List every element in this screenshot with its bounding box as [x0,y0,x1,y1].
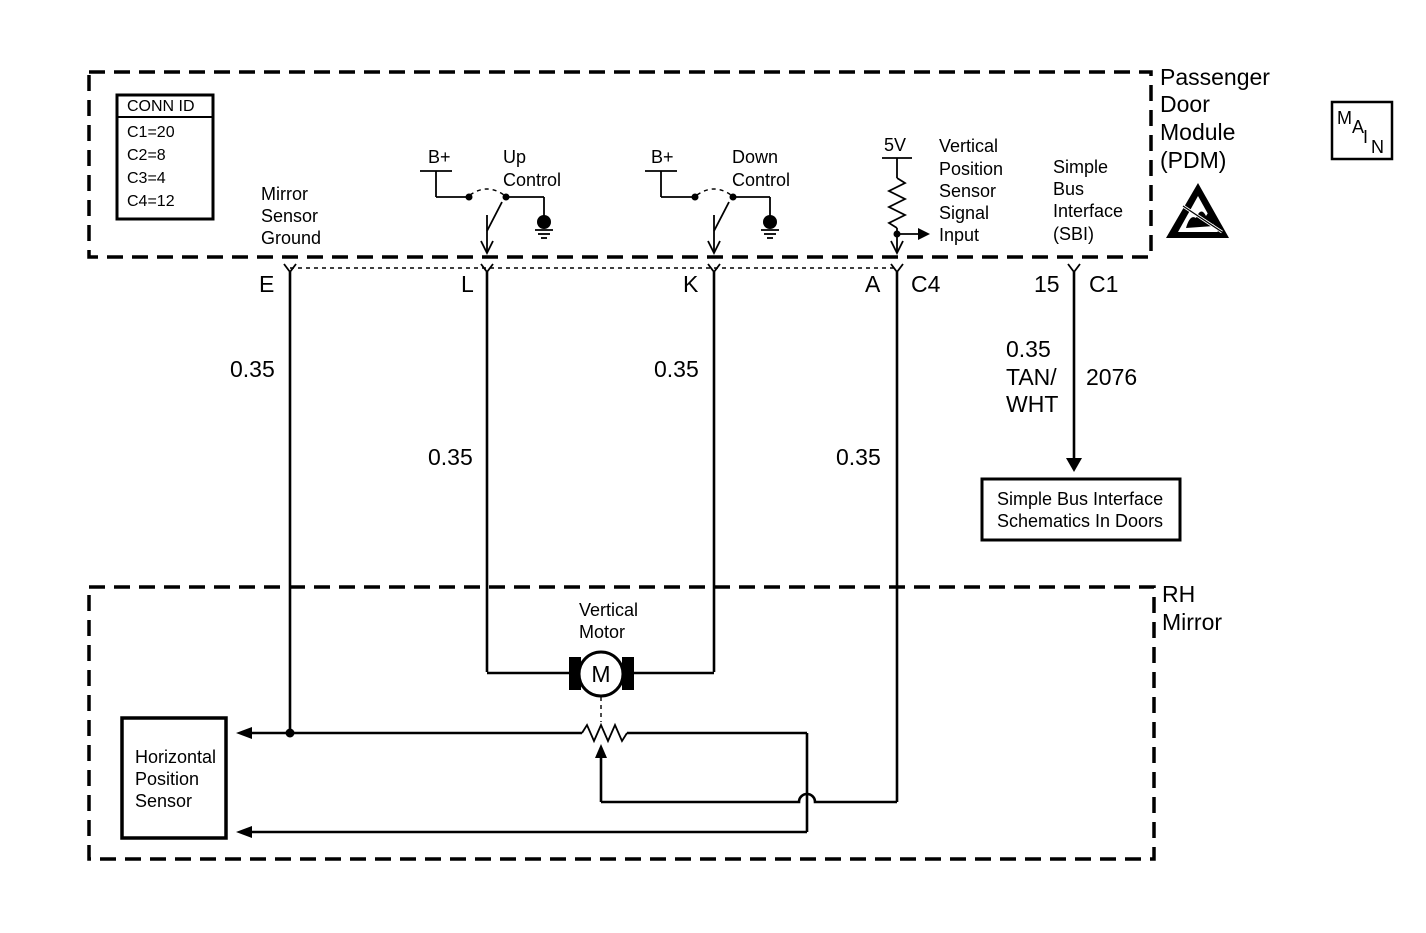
rh-mirror-title: Mirror [1162,609,1222,635]
conn-id-row: C3=4 [127,170,166,187]
sbi-label: (SBI) [1053,224,1094,244]
mirror-sensor-ground-label: Ground [261,228,321,248]
vertical-position-sensor-label: Input [939,225,979,245]
conn-id-row: C2=8 [127,147,166,164]
up-control-switch: B+ [420,147,553,256]
svg-text:Horizontal: Horizontal [135,747,216,767]
horizontal-position-sensor: Horizontal Position Sensor [120,716,228,840]
pin-k-label: K [683,271,699,297]
pin-15-label: 15 [1034,271,1060,297]
wiper-arrow [595,744,607,758]
vertical-motor-label: Motor [579,622,625,642]
sbi-arrow [1066,458,1082,472]
mirror-sensor-ground-label: Sensor [261,206,318,226]
vertical-motor: M [569,650,634,698]
rh-mirror-title: RH [1162,581,1195,607]
conn-id-title: CONN ID [127,98,195,115]
sbi-gauge-label: 0.35 [1006,336,1051,362]
gauge-a-label: 0.35 [836,444,881,470]
esd-sensitive-icon [1166,183,1229,238]
vertical-motor-label: Vertical [579,600,638,620]
svg-text:Schematics In Doors: Schematics In Doors [997,511,1163,531]
rh-mirror-boundary [87,585,1156,861]
vertical-position-sensor-label: Sensor [939,181,996,201]
vertical-position-sensor-label: Position [939,159,1003,179]
up-control-label: Control [503,170,561,190]
up-control-label: Up [503,147,526,167]
sbi-label: Bus [1053,179,1084,199]
down-control-label: Down [732,147,778,167]
gauge-k-label: 0.35 [654,356,699,382]
b-plus-label: B+ [428,147,451,167]
five-v-label: 5V [884,135,906,155]
sbi-color-label: TAN/ [1006,364,1057,390]
gauge-l-label: 0.35 [428,444,473,470]
vertical-position-sensor-label: Vertical [939,136,998,156]
pin-e-label: E [259,271,274,297]
svg-text:Position: Position [135,769,199,789]
sbi-label: Simple [1053,157,1108,177]
b-plus-label: B+ [651,147,674,167]
main-badge[interactable]: M A I N [1330,100,1394,161]
sensor-arrow [236,826,252,838]
conn-id-table: CONN ID C1=20 C2=8 C3=4 C4=12 [115,93,215,221]
signal-wire [601,792,897,804]
svg-text:N: N [1371,137,1384,157]
sbi-color-label: WHT [1006,391,1058,417]
gauge-e-label: 0.35 [230,356,275,382]
vertical-potentiometer [581,722,628,744]
svg-text:M: M [1337,108,1352,128]
svg-text:Simple Bus Interface: Simple Bus Interface [997,489,1163,509]
down-control-switch: B+ [645,147,779,256]
conn-id-row: C4=12 [127,193,175,210]
five-volt-reference: 5V [882,135,930,256]
pdm-title-2: Door [1160,91,1210,117]
mirror-sensor-ground-label: Mirror [261,184,308,204]
pdm-title-4: (PDM) [1160,147,1226,173]
connector-c1-label: C1 [1089,271,1118,297]
ground-splice [285,728,295,738]
motor-symbol: M [591,661,610,687]
pdm-title-3: Module [1160,119,1235,145]
svg-text:A: A [1352,117,1364,137]
pin-a-label: A [865,271,881,297]
sensor-arrow [236,727,252,739]
pdm-boundary [87,70,1153,259]
sbi-schematics-link[interactable]: Simple Bus Interface Schematics In Doors [980,477,1182,542]
svg-text:Sensor: Sensor [135,791,192,811]
sbi-label: Interface [1053,201,1123,221]
sbi-circuit-label: 2076 [1086,364,1137,390]
vertical-position-sensor-label: Signal [939,203,989,223]
svg-text:I: I [1363,127,1368,147]
conn-id-row: C1=20 [127,124,175,141]
pdm-title-1: Passenger [1160,64,1270,90]
connector-c4-label: C4 [911,271,941,297]
pin-l-label: L [461,271,474,297]
down-control-label: Control [732,170,790,190]
